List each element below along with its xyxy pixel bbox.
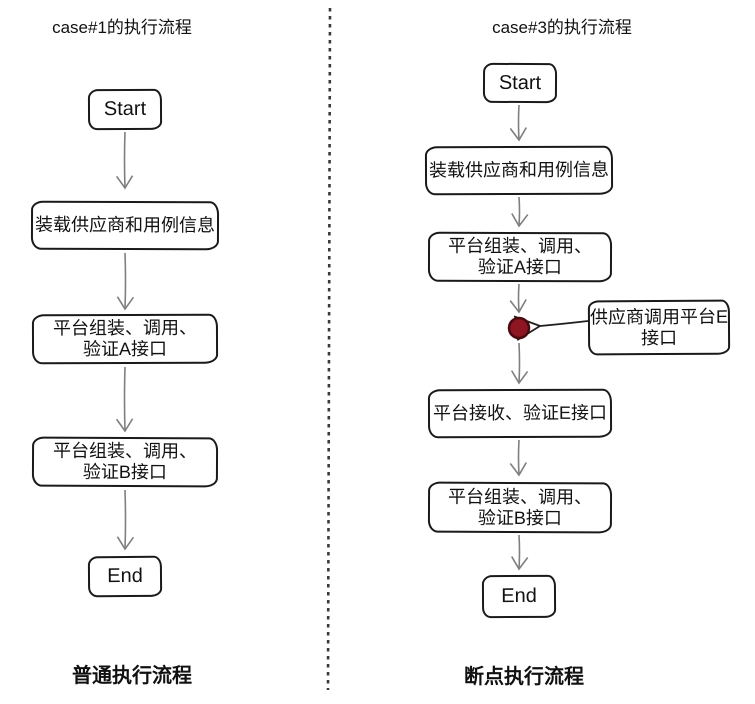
left-start-node: Start — [87, 88, 163, 131]
arrow-left-stepb-end — [116, 489, 135, 551]
arrow-right-breakpoint-receive — [510, 342, 529, 385]
breakpoint-dot — [507, 316, 531, 340]
arrow-right-stepb-end — [511, 534, 529, 571]
left-step-a-node: 平台组装、调用、 验证A接口 — [31, 313, 219, 365]
right-step-a-node: 平台组装、调用、 验证A接口 — [427, 231, 613, 283]
arrow-left-start-load — [115, 131, 134, 190]
left-flow-title: case#1的执行流程 — [52, 18, 192, 37]
arrow-left-load-stepa — [116, 252, 135, 311]
left-step-b-node: 平台组装、调用、 验证B接口 — [31, 436, 219, 488]
right-receive-e-node: 平台接收、验证E接口 — [427, 388, 613, 439]
arrow-right-receive-stepb — [509, 439, 527, 477]
right-load-node: 装载供应商和用例信息 — [424, 145, 614, 196]
right-flow-caption: 断点执行流程 — [464, 666, 584, 688]
left-flow-caption: 普通执行流程 — [72, 665, 192, 687]
left-load-node: 装载供应商和用例信息 — [30, 200, 220, 251]
right-end-node: End — [481, 574, 557, 619]
right-start-node: Start — [482, 62, 558, 104]
arrow-right-stepa-breakpoint — [509, 283, 527, 314]
arrow-right-start-load — [509, 104, 528, 142]
right-flow-title: case#3的执行流程 — [492, 18, 632, 37]
left-end-node: End — [87, 555, 163, 598]
arrow-note-breakpoint — [513, 315, 589, 341]
arrow-left-stepa-stepb — [115, 366, 134, 433]
right-step-b-node: 平台组装、调用、 验证B接口 — [427, 481, 613, 534]
arrow-right-load-stepa — [511, 196, 529, 228]
breakpoint-note-node: 供应商调用平台E 接口 — [587, 299, 731, 356]
column-divider — [326, 7, 332, 691]
